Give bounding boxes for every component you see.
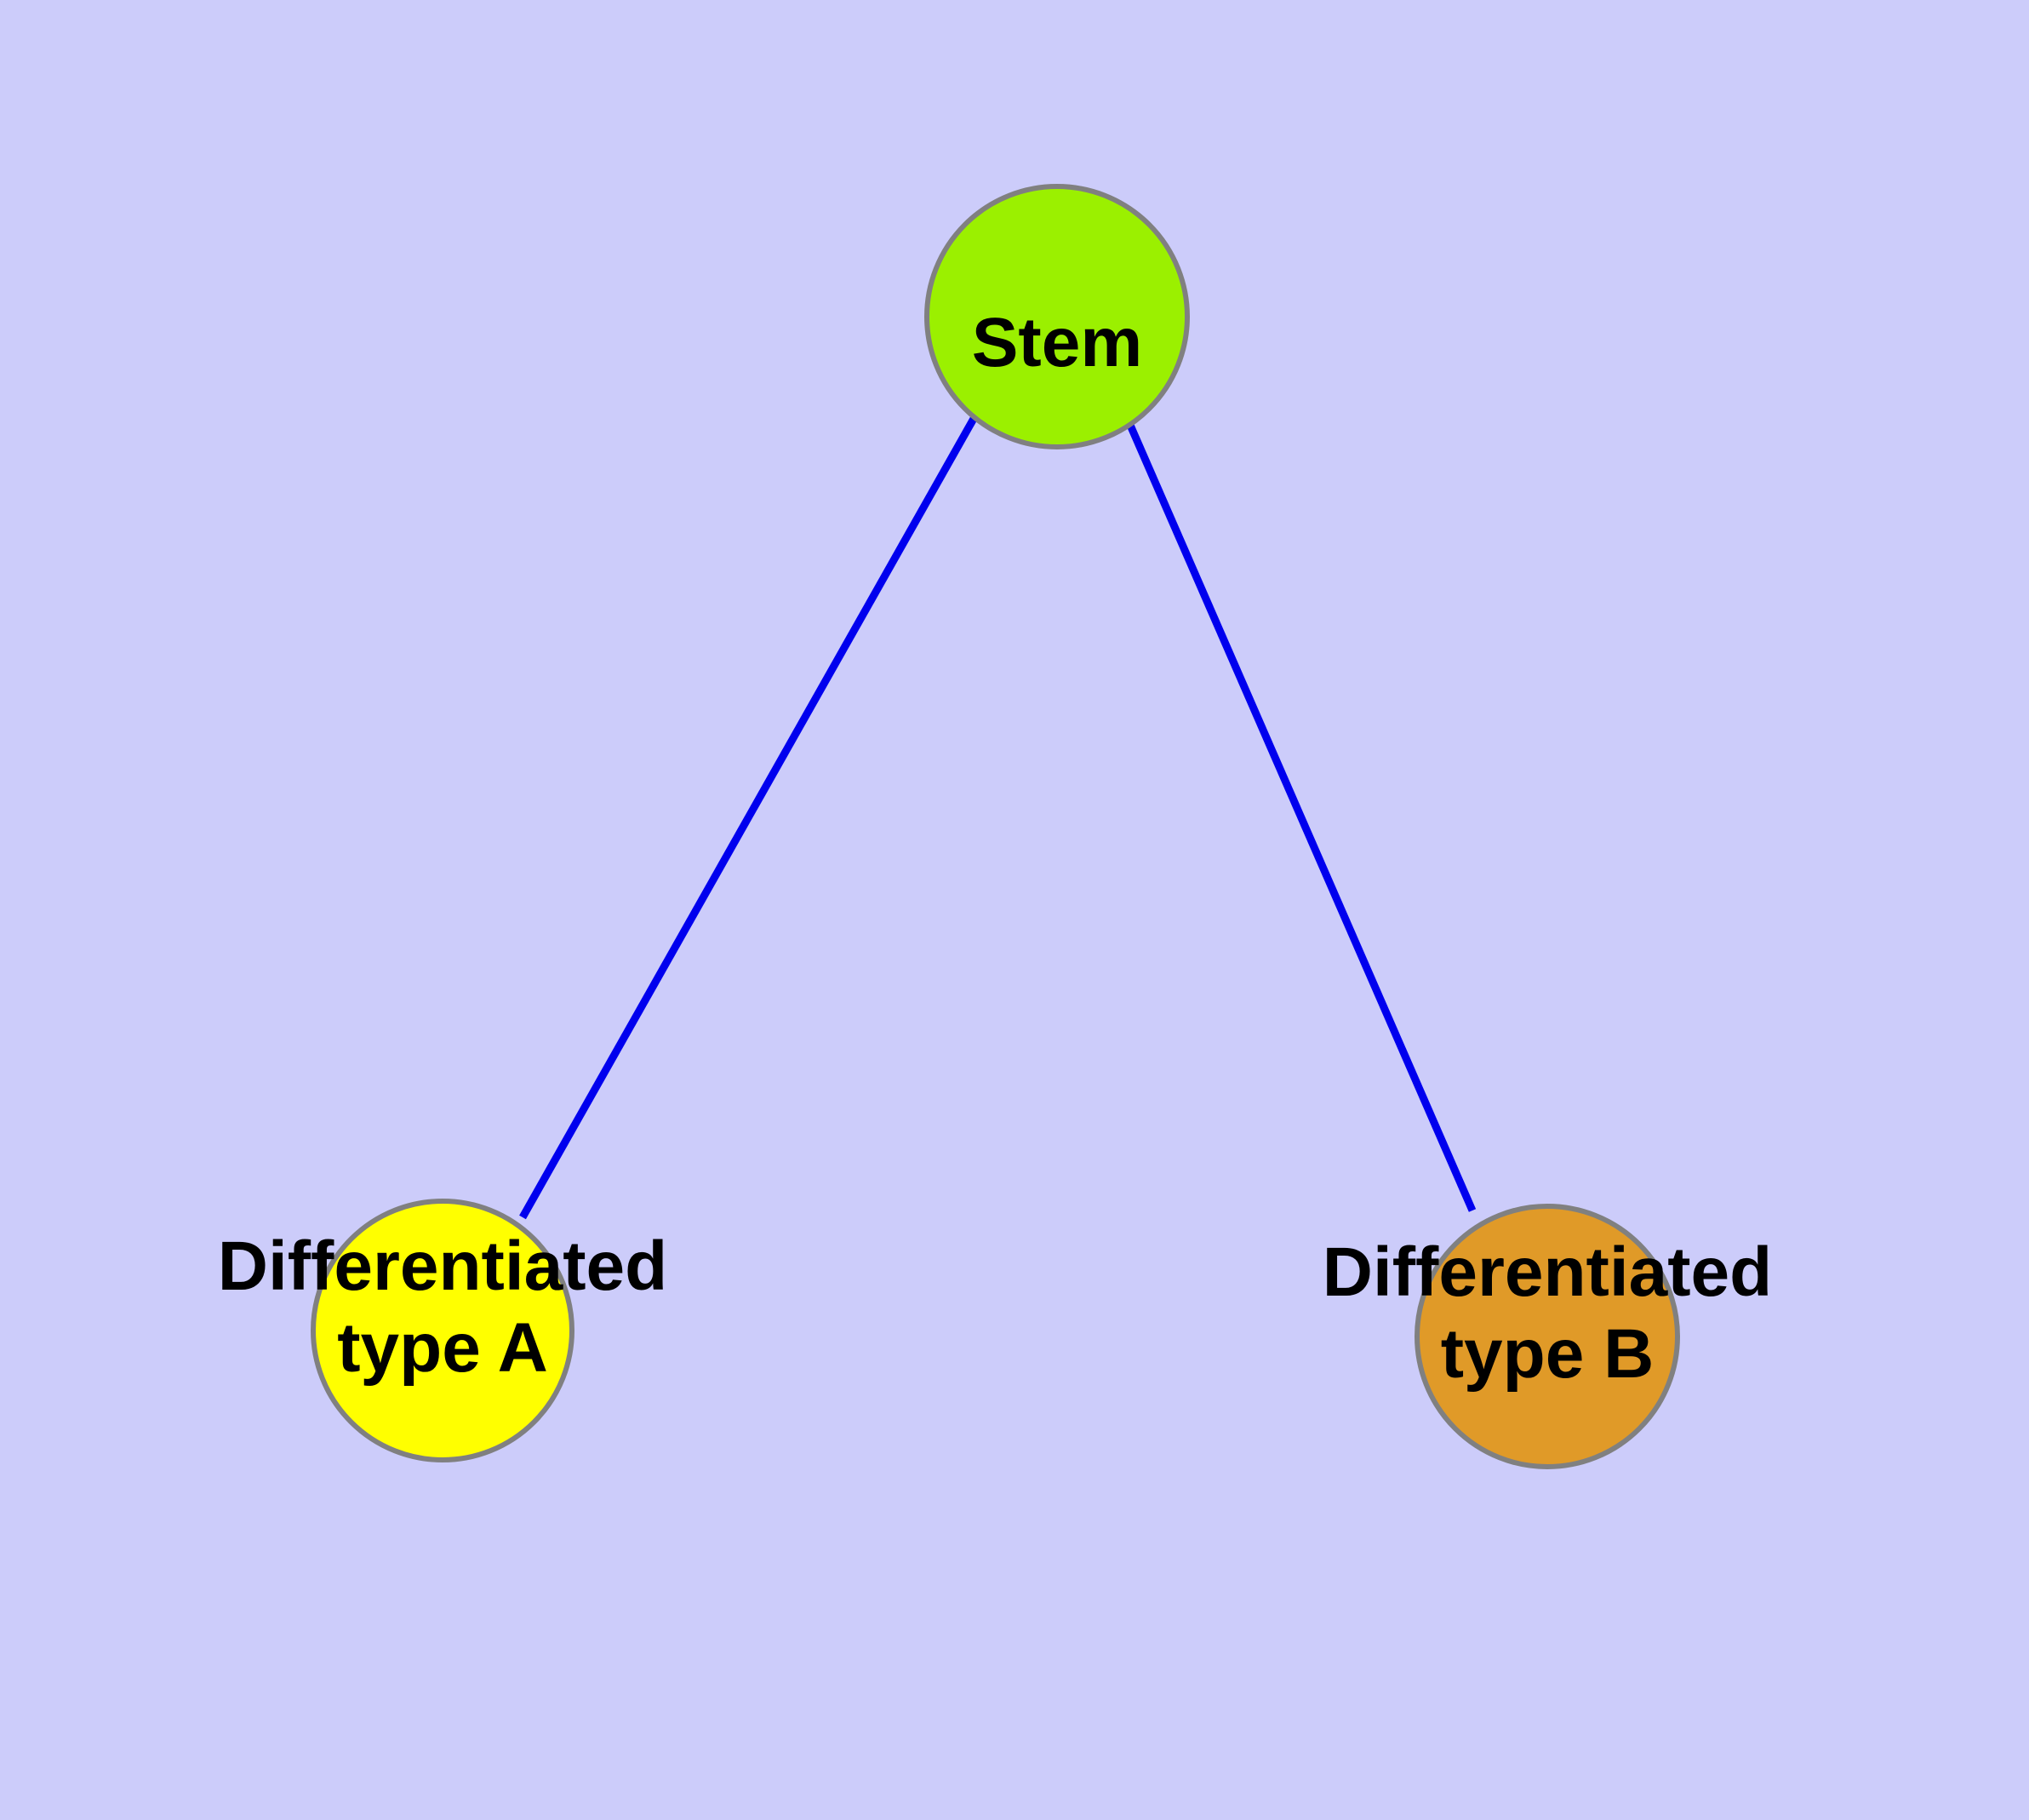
node-circle-diff_b[interactable]: [1415, 1204, 1680, 1469]
graph-edge-stem-to-diff-b: [1119, 408, 1477, 1212]
graph-edge-stem-to-diff-a: [519, 415, 978, 1220]
node-label-line: type B: [1441, 1315, 1655, 1393]
node-label-line: type A: [337, 1309, 548, 1387]
graph-node-stem[interactable]: Stem: [924, 184, 1190, 449]
node-circle-stem[interactable]: [924, 184, 1190, 449]
edges-layer: [519, 408, 1477, 1220]
node-label-line: Differentiated: [1323, 1233, 1773, 1311]
node-label-stem: Stem: [972, 304, 1143, 381]
node-circle-diff_a[interactable]: [311, 1199, 574, 1462]
node-label-line: Differentiated: [218, 1228, 668, 1305]
node-label-line: Stem: [972, 304, 1143, 381]
